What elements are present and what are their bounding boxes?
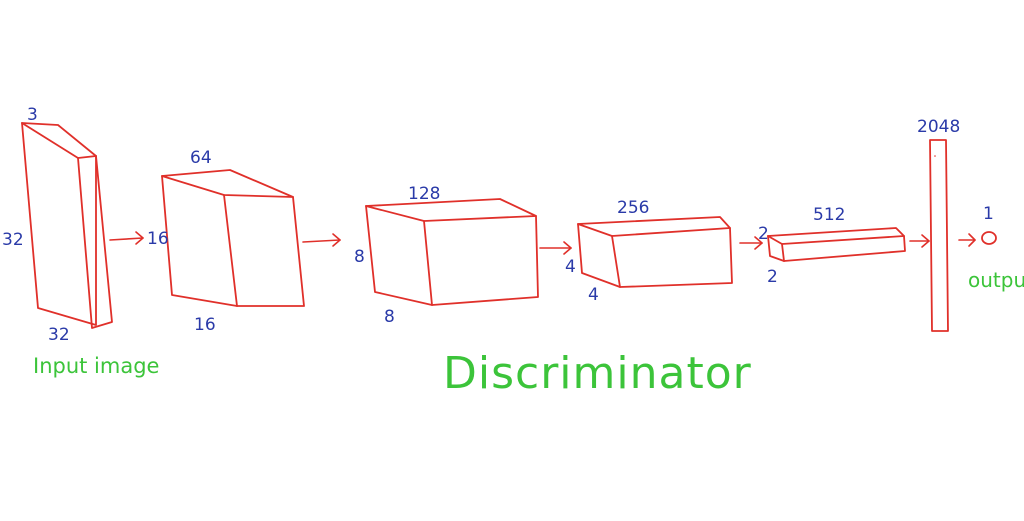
layer2-channels-label: 128 [408, 184, 440, 204]
layer4-height-label: 2 [758, 224, 769, 244]
arrow-layer3-to-layer4 [739, 236, 763, 250]
layer3-channels-label: 256 [617, 198, 649, 218]
diagram-title: Discriminator [443, 348, 752, 399]
layer3-width-label: 4 [588, 285, 599, 305]
conv-layer-4-block [767, 227, 906, 262]
input-depth-label: 3 [27, 105, 38, 125]
layer1-height-label: 16 [147, 229, 169, 249]
layer1-width-label: 16 [194, 315, 216, 335]
layer4-channels-label: 512 [813, 205, 845, 225]
arrow-layer4-to-dense [909, 234, 930, 248]
output-units-label: 1 [983, 204, 994, 224]
dense-layer-block [929, 139, 949, 332]
arrow-dense-to-output [958, 233, 976, 247]
input-height-label: 32 [2, 230, 24, 250]
arrow-layer2-to-layer3 [539, 241, 572, 255]
output-caption: output [968, 268, 1024, 292]
input-width-label: 32 [48, 325, 70, 345]
conv-layer-3-block [577, 216, 733, 288]
arrow-input-to-layer1 [109, 231, 144, 245]
layer1-channels-label: 64 [190, 148, 212, 168]
layer4-width-label: 2 [767, 267, 778, 287]
input-image-block [21, 122, 113, 329]
layer3-height-label: 4 [565, 257, 576, 277]
layer2-width-label: 8 [384, 307, 395, 327]
arrow-layer1-to-layer2 [302, 233, 341, 247]
layer2-height-label: 8 [354, 247, 365, 267]
output-node [981, 231, 997, 245]
conv-layer-1-block [161, 169, 305, 307]
conv-layer-2-block [365, 198, 539, 306]
dense-units-label: 2048 [917, 117, 960, 137]
input-image-caption: Input image [33, 354, 159, 378]
